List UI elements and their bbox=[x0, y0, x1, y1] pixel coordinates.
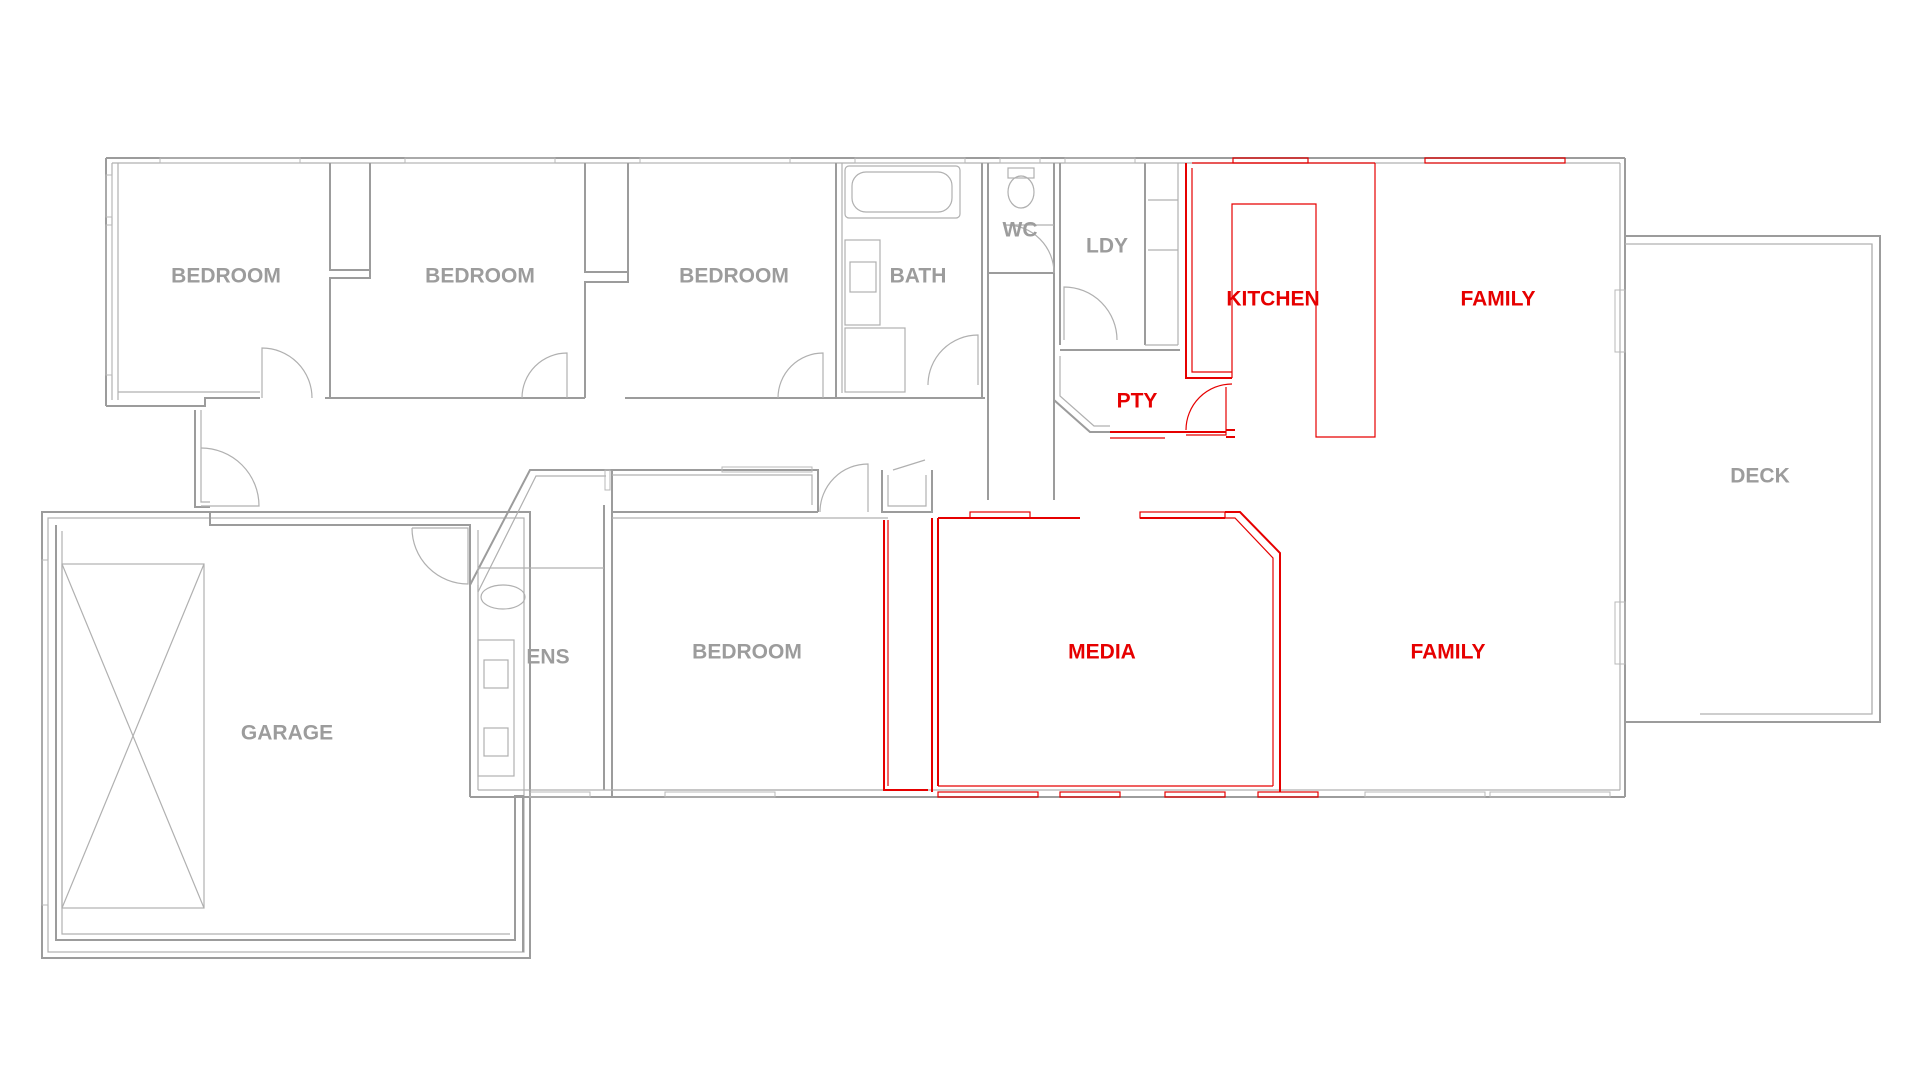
room-label-ens: ENS bbox=[526, 646, 569, 669]
room-labels: BEDROOM BEDROOM BEDROOM BATH WC LDY KITC… bbox=[171, 219, 1790, 745]
room-label-pty: PTY bbox=[1117, 390, 1158, 413]
highlighted-walls bbox=[883, 157, 1566, 798]
room-label-bedroom-1: BEDROOM bbox=[171, 265, 281, 288]
room-label-bedroom-3: BEDROOM bbox=[679, 265, 789, 288]
door-swings bbox=[200, 224, 1118, 585]
room-label-family-upper: FAMILY bbox=[1460, 288, 1535, 311]
room-label-ldy: LDY bbox=[1086, 235, 1128, 258]
room-label-garage: GARAGE bbox=[241, 722, 333, 745]
room-label-deck: DECK bbox=[1730, 465, 1790, 488]
room-label-media: MEDIA bbox=[1068, 641, 1136, 664]
room-label-bedroom-2: BEDROOM bbox=[425, 265, 535, 288]
room-label-wc: WC bbox=[1003, 219, 1038, 242]
existing-walls bbox=[41, 157, 1881, 959]
room-label-kitchen: KITCHEN bbox=[1226, 288, 1319, 311]
room-label-bedroom-4: BEDROOM bbox=[692, 641, 802, 664]
room-label-family-lower: FAMILY bbox=[1410, 641, 1485, 664]
room-label-bath: BATH bbox=[890, 265, 947, 288]
